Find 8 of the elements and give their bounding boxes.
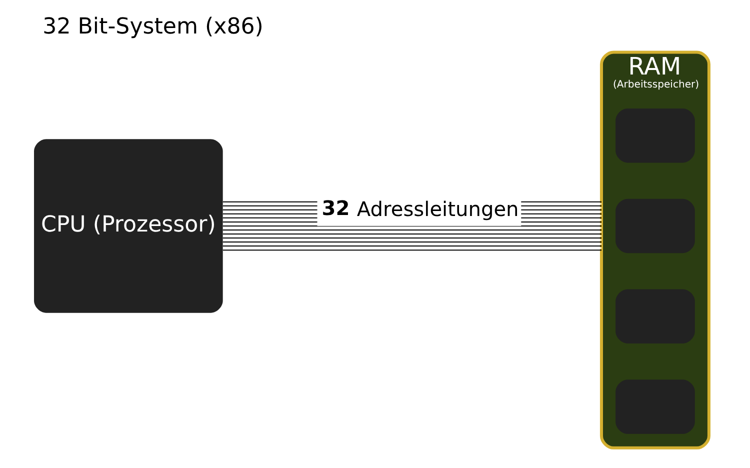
node-box [615, 289, 694, 344]
node-box [615, 380, 694, 434]
node-box [615, 198, 694, 254]
diagram-title: 32 Bit-System (x86) [42, 14, 263, 40]
edge-label: 32 Adressleitungen [321, 196, 518, 221]
cluster: RAM (Arbeitsspeicher) [599, 50, 710, 450]
node-box: CPU (Prozessor) [34, 139, 222, 313]
node-box [615, 108, 694, 163]
